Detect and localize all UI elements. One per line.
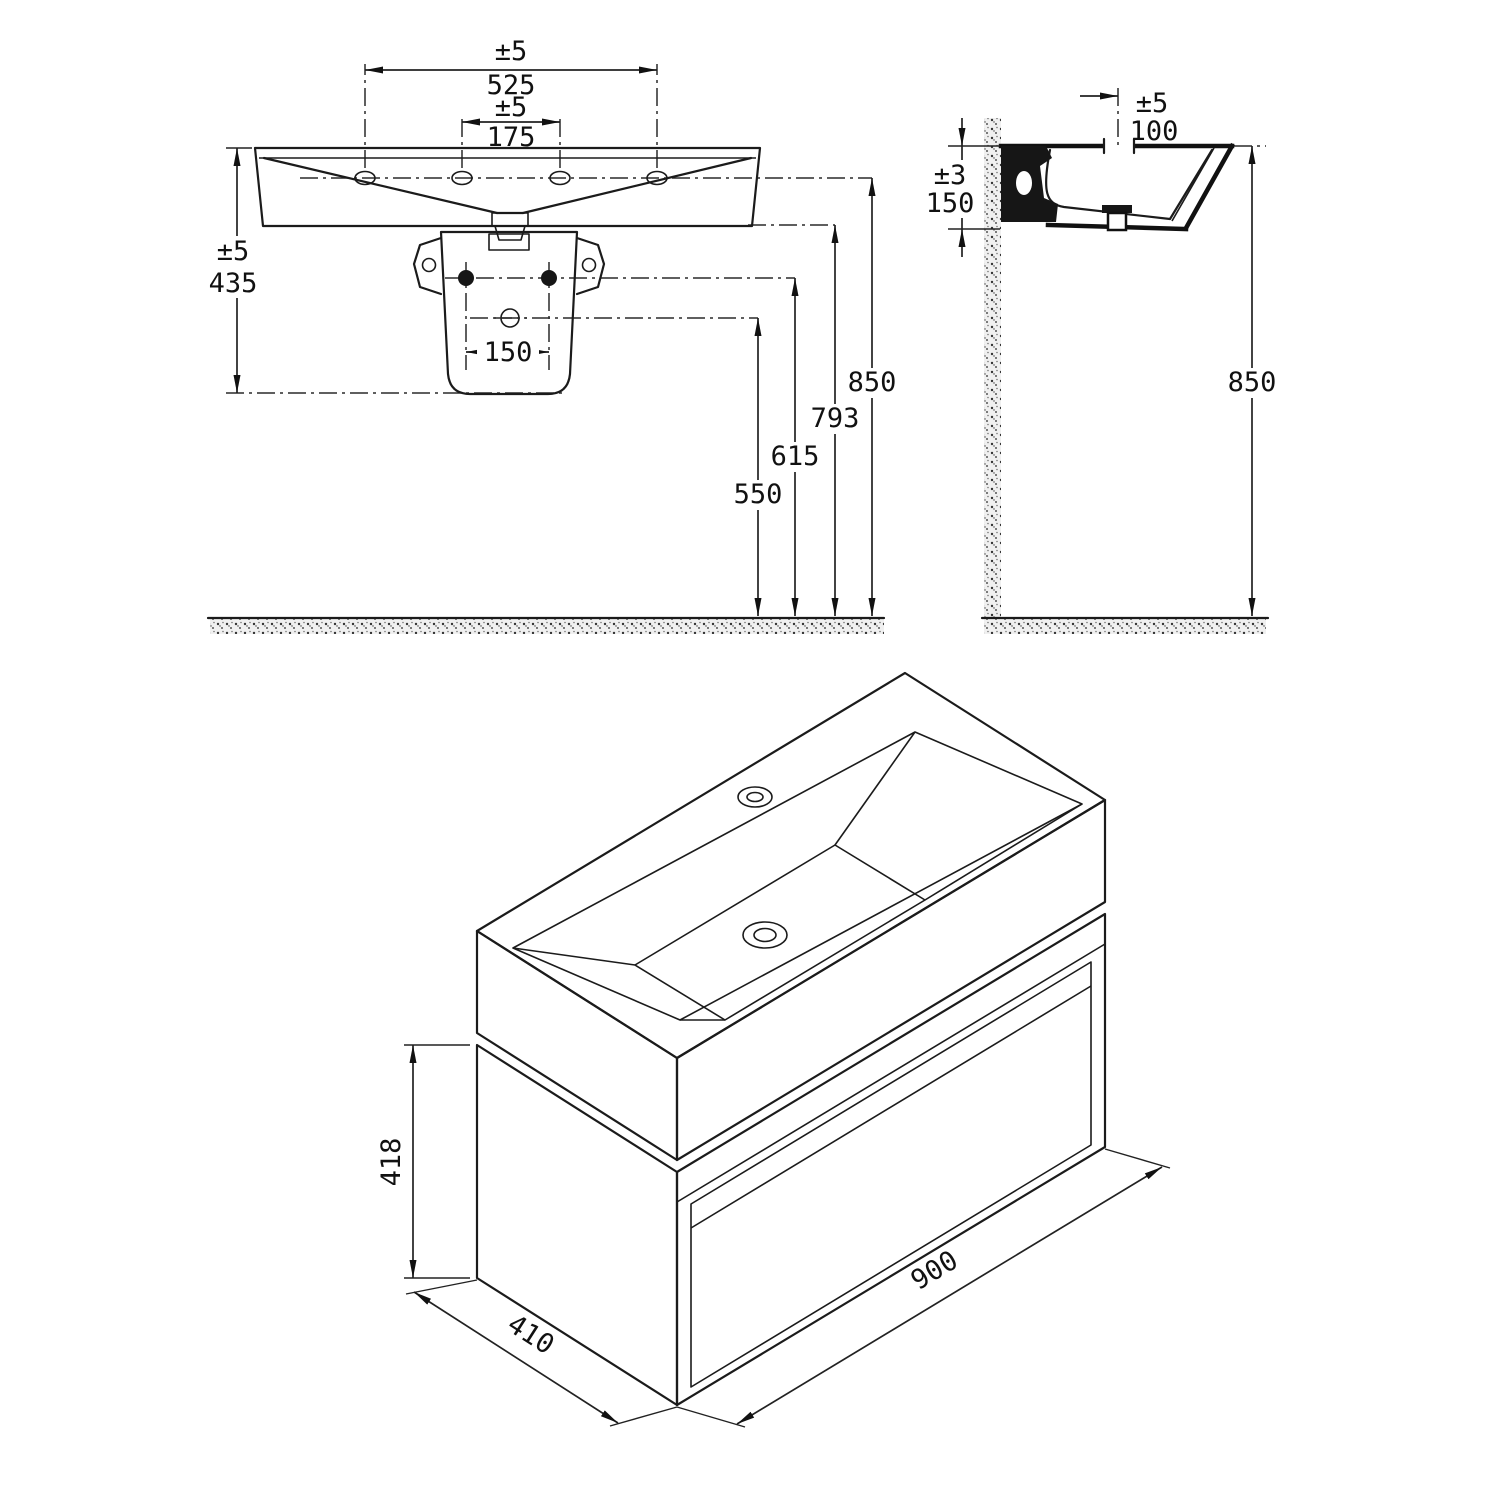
washbasin-section <box>998 137 1236 232</box>
dimension-basin-depth: ±3 150 <box>920 118 1000 257</box>
mounting-bracket-right <box>575 236 606 296</box>
dimension-tap-offset: ±5 100 <box>1080 88 1178 150</box>
dim-label-cabinet-height: 418 <box>376 1138 407 1187</box>
dim-label-height-550: 550 <box>734 479 783 510</box>
bolt-hole-right <box>541 270 557 286</box>
dimension-width: 900 <box>676 1148 1171 1428</box>
reference-centerlines <box>226 64 872 394</box>
washbasin-front <box>253 146 762 241</box>
dim-label-rim-height-side: 850 <box>1228 367 1277 398</box>
dimension-rim-height-side: 850 <box>1223 145 1281 616</box>
bolt-hole-left <box>458 270 474 286</box>
dimension-inner-holes: ±5 175 <box>462 92 560 153</box>
vanity-cabinet-iso <box>475 912 1107 1407</box>
dimension-bolt-spacing: 150 <box>466 337 549 368</box>
dim-label-height-793: 793 <box>811 403 860 434</box>
dim-label-rim-height: 850 <box>848 367 897 398</box>
drain-section <box>1102 205 1132 213</box>
tap-hole-iso <box>737 786 773 808</box>
floor-hatch-front <box>206 616 886 634</box>
dim-label-outer-holes-tolerance: ±5 <box>495 36 528 67</box>
dimension-depth: 410 <box>405 1279 678 1427</box>
dim-label-basin-depth-tolerance: ±3 <box>934 160 967 191</box>
dimension-heights: 850 793 615 550 <box>729 178 901 616</box>
dimension-outer-holes: ±5 525 <box>365 36 657 101</box>
dim-label-tap-tolerance: ±5 <box>1136 88 1169 119</box>
side-view: ±5 100 ±3 150 850 <box>920 88 1281 634</box>
dim-label-inner-holes-tolerance: ±5 <box>495 92 528 123</box>
front-view: ±5 525 ±5 175 ±5 435 150 <box>206 36 901 634</box>
drawer-front <box>690 961 1092 1388</box>
dim-label-outer-holes: 525 <box>487 70 536 101</box>
dim-label-basin-depth: 150 <box>926 188 975 219</box>
drain-iso <box>742 921 788 949</box>
floor-hatch-side <box>980 616 1270 634</box>
dim-label-inner-holes: 175 <box>487 122 536 153</box>
wall-hatch <box>984 118 1001 618</box>
isometric-view: 418 410 900 <box>376 671 1171 1428</box>
dimension-trap-depth: ±5 435 <box>206 147 262 393</box>
siphon-trap <box>412 230 606 396</box>
dim-label-trap-depth: 435 <box>209 268 258 299</box>
dim-label-tap-offset: 100 <box>1130 116 1179 147</box>
dim-label-bolt-spacing: 150 <box>484 337 533 368</box>
dim-label-height-615: 615 <box>771 441 820 472</box>
dimension-cabinet-height: 418 <box>376 1044 470 1279</box>
mounting-bracket-left <box>412 236 443 296</box>
dim-label-trap-depth-tolerance: ±5 <box>217 236 250 267</box>
basin-iso <box>475 671 1107 1162</box>
